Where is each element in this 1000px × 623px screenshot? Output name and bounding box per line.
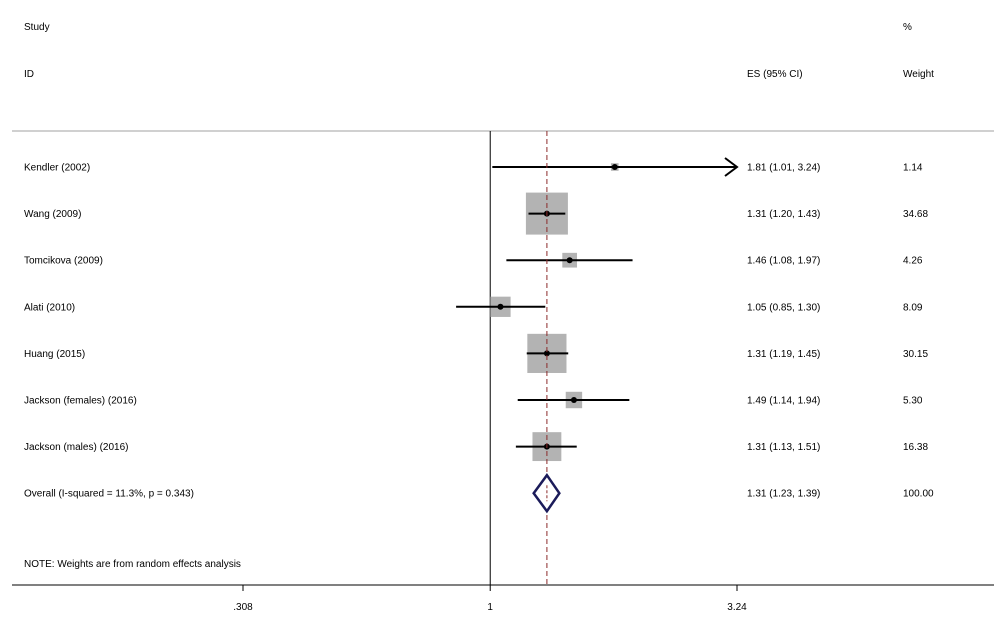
study-label: Alati (2010) [24,302,75,313]
study-row: Wang (2009) 1.31 (1.20, 1.43) 34.68 [24,192,928,235]
study-label: Jackson (females) (2016) [24,396,137,407]
study-label: Kendler (2002) [24,163,90,174]
study-row: Jackson (males) (2016) 1.31 (1.13, 1.51) 1… [24,432,928,462]
study-label: Jackson (males) (2016) [24,442,128,453]
weight-value: 5.30 [903,396,923,407]
point-estimate [611,164,618,170]
weight-value: 8.09 [903,302,923,313]
es-ci-value: 1.31 (1.20, 1.43) [747,209,820,220]
es-ci-value: 1.46 (1.08, 1.97) [747,256,820,267]
point-estimate [570,397,577,403]
study-label: Huang (2015) [24,349,85,360]
header-id: ID [24,69,34,80]
point-estimate [543,350,550,357]
es-ci-value: 1.05 (0.85, 1.30) [747,302,820,313]
study-row: Kendler (2002) 1.81 (1.01, 3.24) 1.14 [24,157,923,177]
weight-value: 1.14 [903,163,923,174]
weight-value: 34.68 [903,209,928,220]
ci-arrow [724,157,739,177]
header-es: ES (95% CI) [747,69,803,80]
study-row: Jackson (females) (2016) 1.49 (1.14, 1.94… [24,391,923,409]
header-weight: Weight [903,69,934,80]
footnote: NOTE: Weights are from random effects an… [24,559,241,570]
point-estimate [566,257,573,264]
weight-value: 4.26 [903,256,923,267]
es-ci-value: 1.31 (1.13, 1.51) [747,442,820,453]
x-tick-label: .308 [233,602,253,613]
weight-value: 30.15 [903,349,928,360]
es-ci-value: 1.81 (1.01, 3.24) [747,163,820,174]
header-study: Study [24,22,50,33]
weight-value: 16.38 [903,442,928,453]
x-tick-label: 1 [487,602,493,613]
es-ci-value: 1.31 (1.19, 1.45) [747,349,820,360]
overall-row: Overall (I-squared = 11.3%, p = 0.343) 1.… [24,131,934,585]
overall-es-ci: 1.31 (1.23, 1.39) [747,489,820,500]
overall-label: Overall (I-squared = 11.3%, p = 0.343) [24,489,194,500]
overall-weight: 100.00 [903,489,934,500]
x-tick-label: 3.24 [727,602,747,613]
x-axis-ticks: .308 1 3.24 [233,585,747,613]
study-row: Alati (2010) 1.05 (0.85, 1.30) 8.09 [24,296,923,317]
es-ci-value: 1.49 (1.14, 1.94) [747,396,820,407]
study-rows: Kendler (2002) 1.81 (1.01, 3.24) 1.14Wang … [24,157,928,462]
study-row: Huang (2015) 1.31 (1.19, 1.45) 30.15 [24,333,928,373]
point-estimate [497,303,504,310]
study-label: Tomcikova (2009) [24,256,103,267]
study-label: Wang (2009) [24,209,81,220]
study-row: Tomcikova (2009) 1.46 (1.08, 1.97) 4.26 [24,252,923,268]
header-percent: % [903,22,912,33]
